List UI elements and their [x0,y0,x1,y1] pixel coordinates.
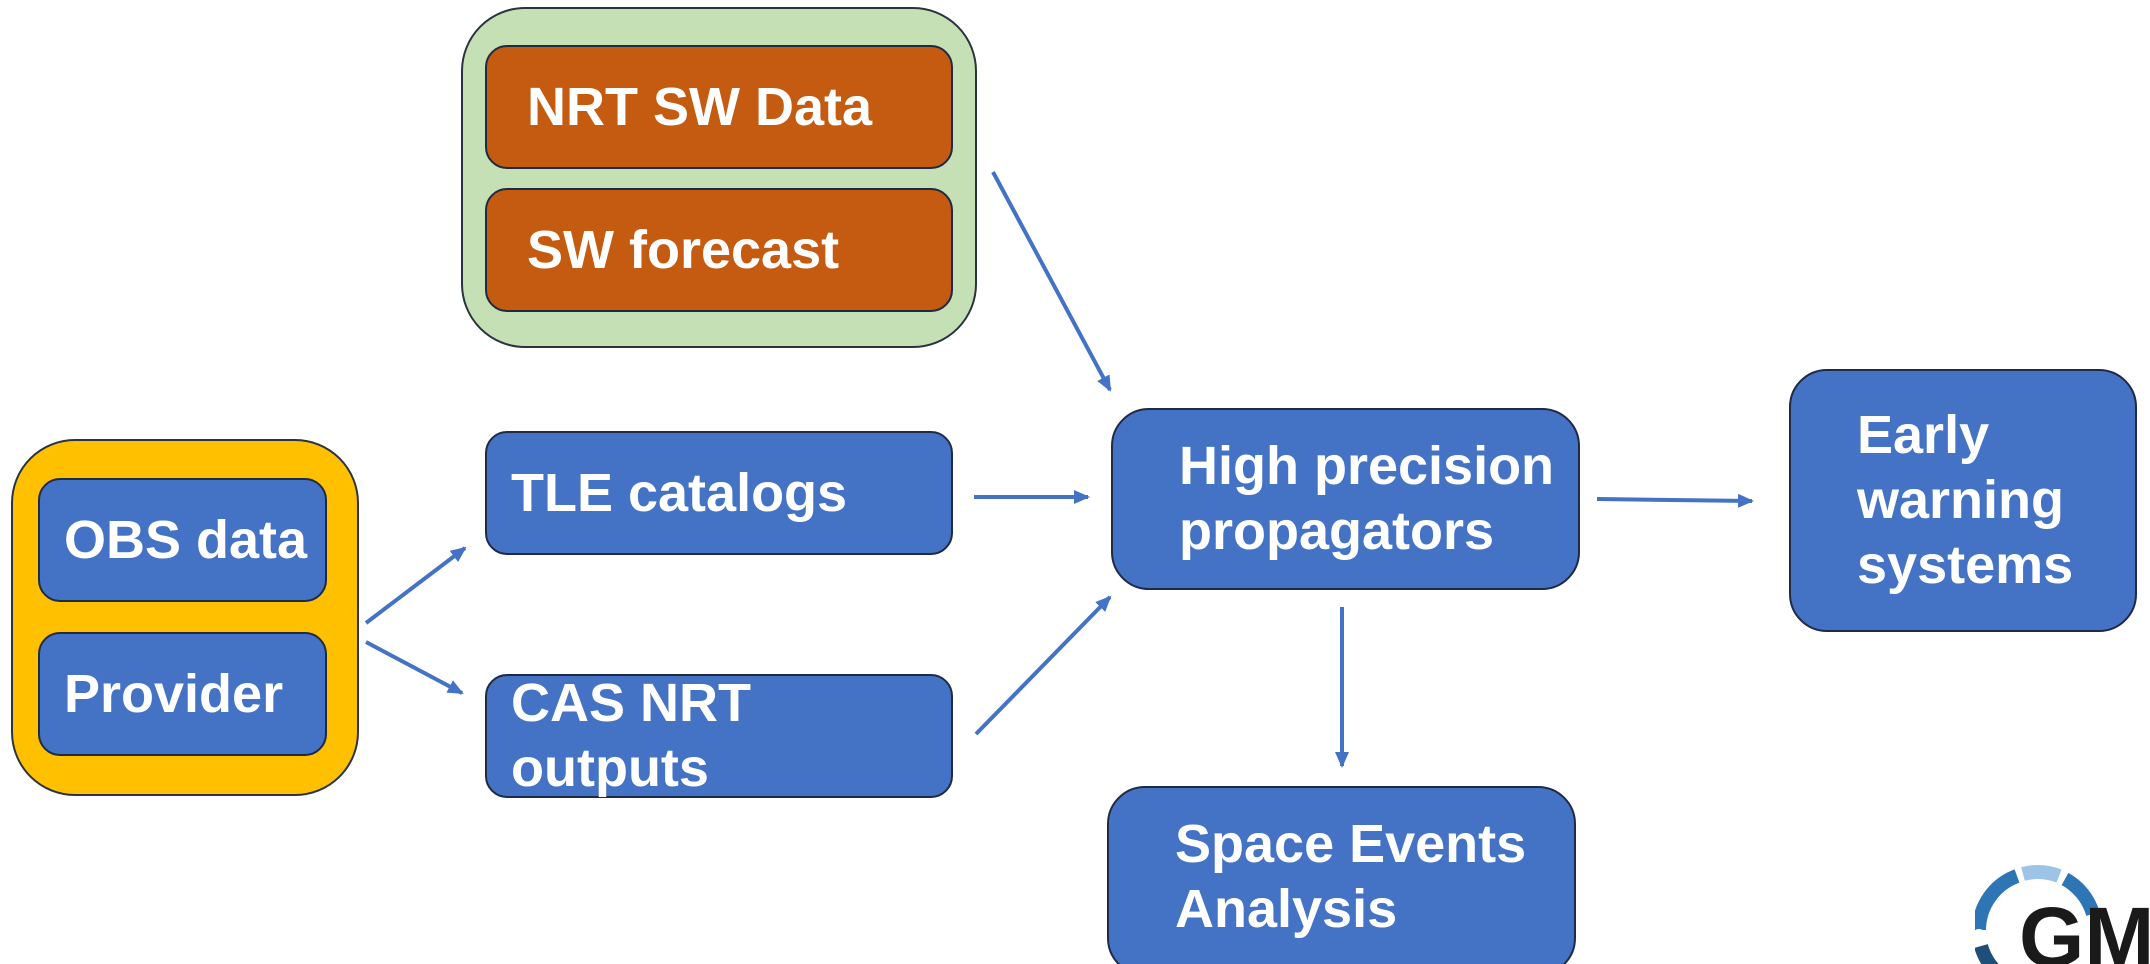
early-warning-systems-node: Early warning systems [1789,369,2137,632]
obs-data-label: OBS data [64,509,308,570]
provider-node: Provider [38,632,327,756]
arrow-propagators-to-early-warning [1596,493,1754,508]
sw-forecast-label: SW forecast [527,219,840,280]
early-warning-systems-label: Early warning systems [1857,405,2074,595]
nrt-sw-data-node: NRT SW Data [485,45,953,169]
arrow-obs-group-to-cas [365,640,464,695]
sw-forecast-node: SW forecast [485,188,953,312]
cas-nrt-outputs-label: CAS NRT outputs [511,673,751,798]
obs-data-node: OBS data [38,478,327,602]
tle-catalogs-label: TLE catalogs [511,462,848,523]
gmv-logo: GM [1975,858,2150,964]
space-events-analysis-label: Space Events Analysis [1175,814,1527,939]
arrow-cas-to-propagators [974,595,1112,736]
gmv-logo-text: GM [2019,890,2150,964]
arrow-obs-group-to-tle [364,546,467,625]
cas-nrt-outputs-node: CAS NRT outputs [485,673,953,798]
high-precision-propagators-label: High precision propagators [1179,436,1555,561]
provider-label: Provider [64,663,284,724]
tle-catalogs-node: TLE catalogs [485,431,953,555]
arrow-sw-group-to-propagators [991,171,1112,392]
gmv-logo-ring-icon: GM [1975,865,2150,964]
high-precision-propagators-node: High precision propagators [1111,408,1580,590]
space-events-analysis-node: Space Events Analysis [1107,786,1576,964]
nrt-sw-data-label: NRT SW Data [527,76,873,137]
